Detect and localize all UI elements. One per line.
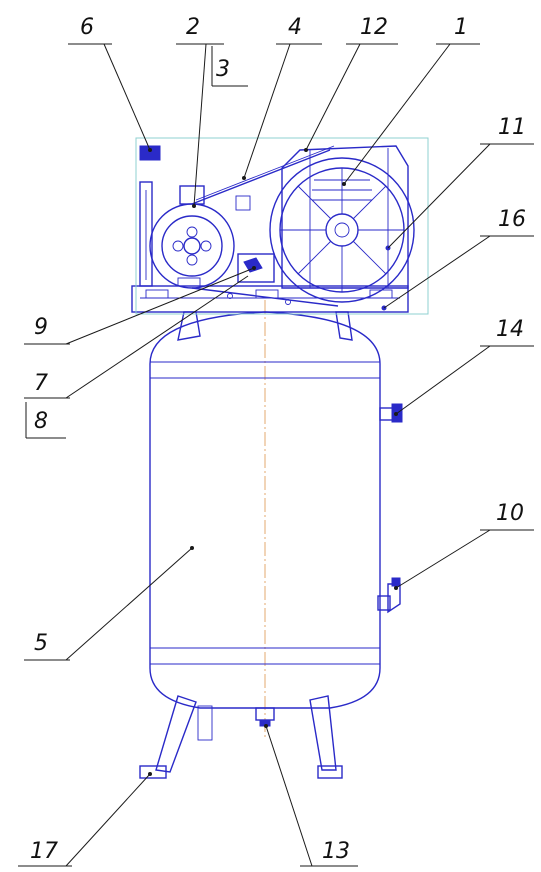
- callout-1: 1: [342, 15, 480, 186]
- callout-2: 2: [176, 15, 224, 208]
- compressor-head: [235, 145, 409, 289]
- svg-text:3: 3: [216, 57, 230, 82]
- svg-text:13: 13: [322, 839, 350, 864]
- svg-text:8: 8: [34, 409, 48, 434]
- tank-legs: [139, 695, 343, 779]
- svg-text:7: 7: [34, 371, 48, 396]
- motor-pulley: [149, 185, 235, 289]
- compressor-base-plate: [131, 285, 409, 313]
- callout-17: 17: [18, 772, 152, 867]
- assembly-frame: [135, 137, 429, 315]
- outlet-fitting: [379, 403, 403, 423]
- callout-8: 8: [25, 402, 66, 439]
- svg-text:14: 14: [496, 317, 524, 342]
- callout-5: 5: [24, 546, 194, 661]
- pressure-switch: [177, 253, 275, 287]
- receiver-tank: [149, 311, 381, 709]
- svg-text:10: 10: [496, 501, 524, 526]
- callout-9: 9: [24, 266, 256, 345]
- svg-text:11: 11: [498, 115, 526, 140]
- callout-14: 14: [394, 317, 534, 416]
- callout-3: 3: [211, 46, 248, 87]
- flywheel-pulley: [269, 157, 415, 303]
- callout-4: 4: [242, 15, 322, 180]
- callout-12: 12: [304, 15, 398, 152]
- svg-text:9: 9: [34, 315, 48, 340]
- svg-text:17: 17: [30, 839, 58, 864]
- callout-7: 7: [24, 275, 249, 399]
- svg-text:1: 1: [454, 15, 468, 40]
- svg-text:4: 4: [288, 15, 302, 40]
- callout-13: 13: [264, 724, 358, 867]
- drive-belt: [191, 145, 339, 307]
- drain-valve: [255, 707, 275, 727]
- motor-bracket: [139, 181, 153, 287]
- svg-text:6: 6: [80, 15, 94, 40]
- svg-text:2: 2: [186, 15, 200, 40]
- svg-text:12: 12: [360, 15, 388, 40]
- callout-10: 10: [394, 501, 534, 590]
- callout-11: 11: [387, 115, 534, 249]
- safety-valve: [139, 145, 161, 161]
- side-fitting: [377, 577, 401, 614]
- callout-6: 6: [68, 15, 152, 152]
- svg-text:16: 16: [498, 207, 526, 232]
- svg-text:5: 5: [34, 631, 48, 656]
- callout-16: 16: [383, 207, 534, 309]
